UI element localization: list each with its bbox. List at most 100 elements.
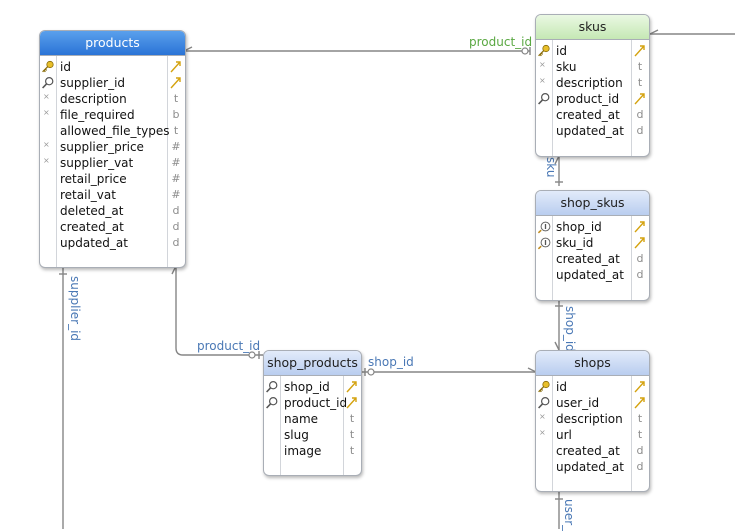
relation-label-skus-product: product_id xyxy=(469,35,533,49)
no-key-icon xyxy=(537,459,552,475)
column-row[interactable]: supplier_id xyxy=(40,75,185,91)
column-type: d xyxy=(636,268,644,281)
column-name: shop_id xyxy=(284,380,330,394)
column-row[interactable]: id xyxy=(40,59,185,75)
column-name: supplier_vat xyxy=(60,156,134,170)
column-type: t xyxy=(637,412,643,425)
column-name: updated_at xyxy=(556,460,624,474)
column-divider xyxy=(631,216,632,300)
no-key-icon xyxy=(265,443,280,459)
column-divider xyxy=(552,40,553,156)
column-name: created_at xyxy=(60,220,124,234)
column-type: # xyxy=(171,156,181,169)
foreign-key-arrow-icon xyxy=(634,396,646,413)
column-row[interactable]: name t xyxy=(264,411,361,427)
column-row[interactable]: product_id xyxy=(264,395,361,411)
column-name: description xyxy=(556,412,623,426)
column-row[interactable]: × description t xyxy=(536,411,649,427)
table-header[interactable]: products xyxy=(40,31,185,56)
foreign-key-arrow-icon xyxy=(346,380,358,397)
column-name: supplier_price xyxy=(60,140,144,154)
column-name: created_at xyxy=(556,252,620,266)
primary-key-icon xyxy=(41,59,56,75)
no-key-icon xyxy=(537,251,552,267)
column-name: slug xyxy=(284,428,309,442)
foreign-key-arrow-icon xyxy=(634,44,646,61)
nullable-icon: × xyxy=(539,412,546,421)
column-row[interactable]: sku_id xyxy=(536,235,649,251)
column-divider xyxy=(167,56,168,267)
column-type: t xyxy=(349,412,355,425)
column-name: product_id xyxy=(556,92,620,106)
column-name: image xyxy=(284,444,322,458)
table-header[interactable]: shop_skus xyxy=(536,191,649,216)
column-divider xyxy=(343,376,344,475)
relation-label-shop-skus-shop: shop_id xyxy=(563,306,577,352)
column-type: # xyxy=(171,140,181,153)
column-row[interactable]: updated_at d xyxy=(536,267,649,283)
nullable-icon: × xyxy=(43,108,50,117)
foreign-key-arrow-icon xyxy=(170,76,182,93)
primary-key-icon xyxy=(537,379,552,395)
foreign-key-arrow-icon xyxy=(634,380,646,397)
column-name: id xyxy=(556,380,567,394)
table-header[interactable]: shop_products xyxy=(264,351,361,376)
no-key-icon xyxy=(41,187,56,203)
column-row[interactable]: user_id xyxy=(536,395,649,411)
column-row[interactable]: id xyxy=(536,379,649,395)
column-name: shop_id xyxy=(556,220,602,234)
relation-label-shop-skus-sku: sku xyxy=(544,157,558,178)
column-row[interactable]: created_at d xyxy=(536,251,649,267)
column-row[interactable]: retail_price# xyxy=(40,171,185,187)
foreign-key-arrow-icon xyxy=(170,60,182,77)
column-name: updated_at xyxy=(60,236,128,250)
column-row[interactable]: ×supplier_price# xyxy=(40,139,185,155)
column-name: name xyxy=(284,412,319,426)
column-divider xyxy=(56,56,57,267)
column-row[interactable]: id xyxy=(536,43,649,59)
column-name: deleted_at xyxy=(60,204,124,218)
column-row[interactable]: shop_id xyxy=(264,379,361,395)
column-row[interactable]: retail_vat # xyxy=(40,187,185,203)
no-key-icon xyxy=(537,443,552,459)
unique-index-icon xyxy=(537,235,552,251)
column-type: # xyxy=(171,188,181,201)
foreign-key-arrow-icon xyxy=(346,396,358,413)
column-divider xyxy=(552,376,553,491)
column-divider xyxy=(552,216,553,300)
column-name: updated_at xyxy=(556,268,624,282)
nullable-icon: × xyxy=(43,156,50,165)
column-name: supplier_id xyxy=(60,76,126,90)
column-row[interactable]: shop_id xyxy=(536,219,649,235)
table-header[interactable]: shops xyxy=(536,351,649,376)
column-row[interactable]: product_id xyxy=(536,91,649,107)
column-name: retail_vat xyxy=(60,188,116,202)
column-type: d xyxy=(636,252,644,265)
column-row[interactable]: × supplier_vat # xyxy=(40,155,185,171)
table-header[interactable]: skus xyxy=(536,15,649,40)
primary-key-icon xyxy=(537,43,552,59)
column-type: b xyxy=(172,108,180,121)
